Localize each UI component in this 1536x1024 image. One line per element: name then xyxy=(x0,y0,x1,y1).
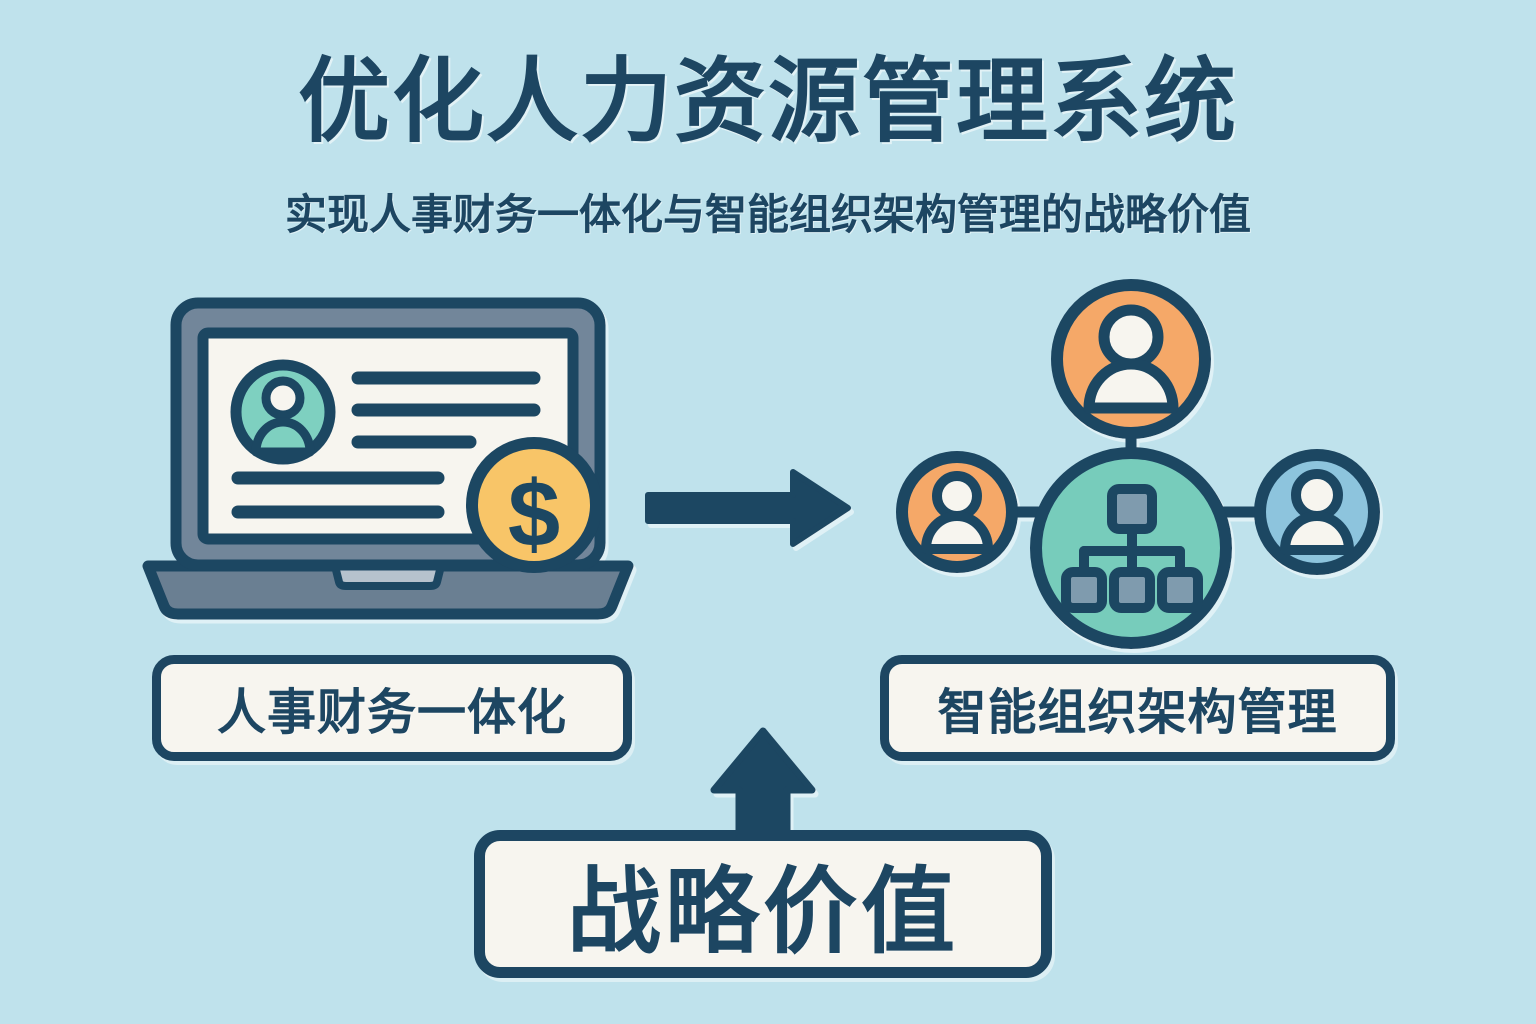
employee-avatar-icon xyxy=(230,359,336,465)
person-node-right xyxy=(1254,449,1380,575)
arrow-bottom-to-top-icon xyxy=(710,727,816,835)
label-text-smart-org-structure: 智能组织架构管理 xyxy=(937,685,1338,740)
org-chart-network-icon xyxy=(896,279,1380,649)
laptop-base xyxy=(142,560,634,620)
label-text-strategic-value: 战略价值 xyxy=(566,859,959,964)
hierarchy-diagram xyxy=(1061,484,1203,613)
org-chart-hub xyxy=(1030,447,1232,649)
label-box-smart-org-structure[interactable]: 智能组织架构管理 xyxy=(880,655,1395,761)
page-title: 优化人力资源管理系统 xyxy=(297,51,1238,153)
laptop-lid xyxy=(170,297,606,571)
svg-text:$: $ xyxy=(508,461,560,566)
dollar-coin-icon: $ xyxy=(466,437,602,573)
screen-text-lines xyxy=(231,371,541,519)
page-subtitle: 实现人事财务一体化与智能组织架构管理的战略价值 xyxy=(284,191,1251,238)
label-box-strategic-value[interactable]: 战略价值 xyxy=(474,830,1052,978)
network-connectors xyxy=(1012,420,1258,518)
arrow-left-to-right-icon xyxy=(645,469,851,547)
person-node-top xyxy=(1051,279,1211,439)
laptop-icon: $ xyxy=(142,297,634,620)
label-text-hr-finance-integration: 人事财务一体化 xyxy=(216,685,567,740)
label-box-hr-finance-integration[interactable]: 人事财务一体化 xyxy=(152,655,632,761)
laptop-trackpad xyxy=(331,562,445,590)
laptop-screen xyxy=(197,327,579,545)
person-node-left xyxy=(896,451,1018,573)
